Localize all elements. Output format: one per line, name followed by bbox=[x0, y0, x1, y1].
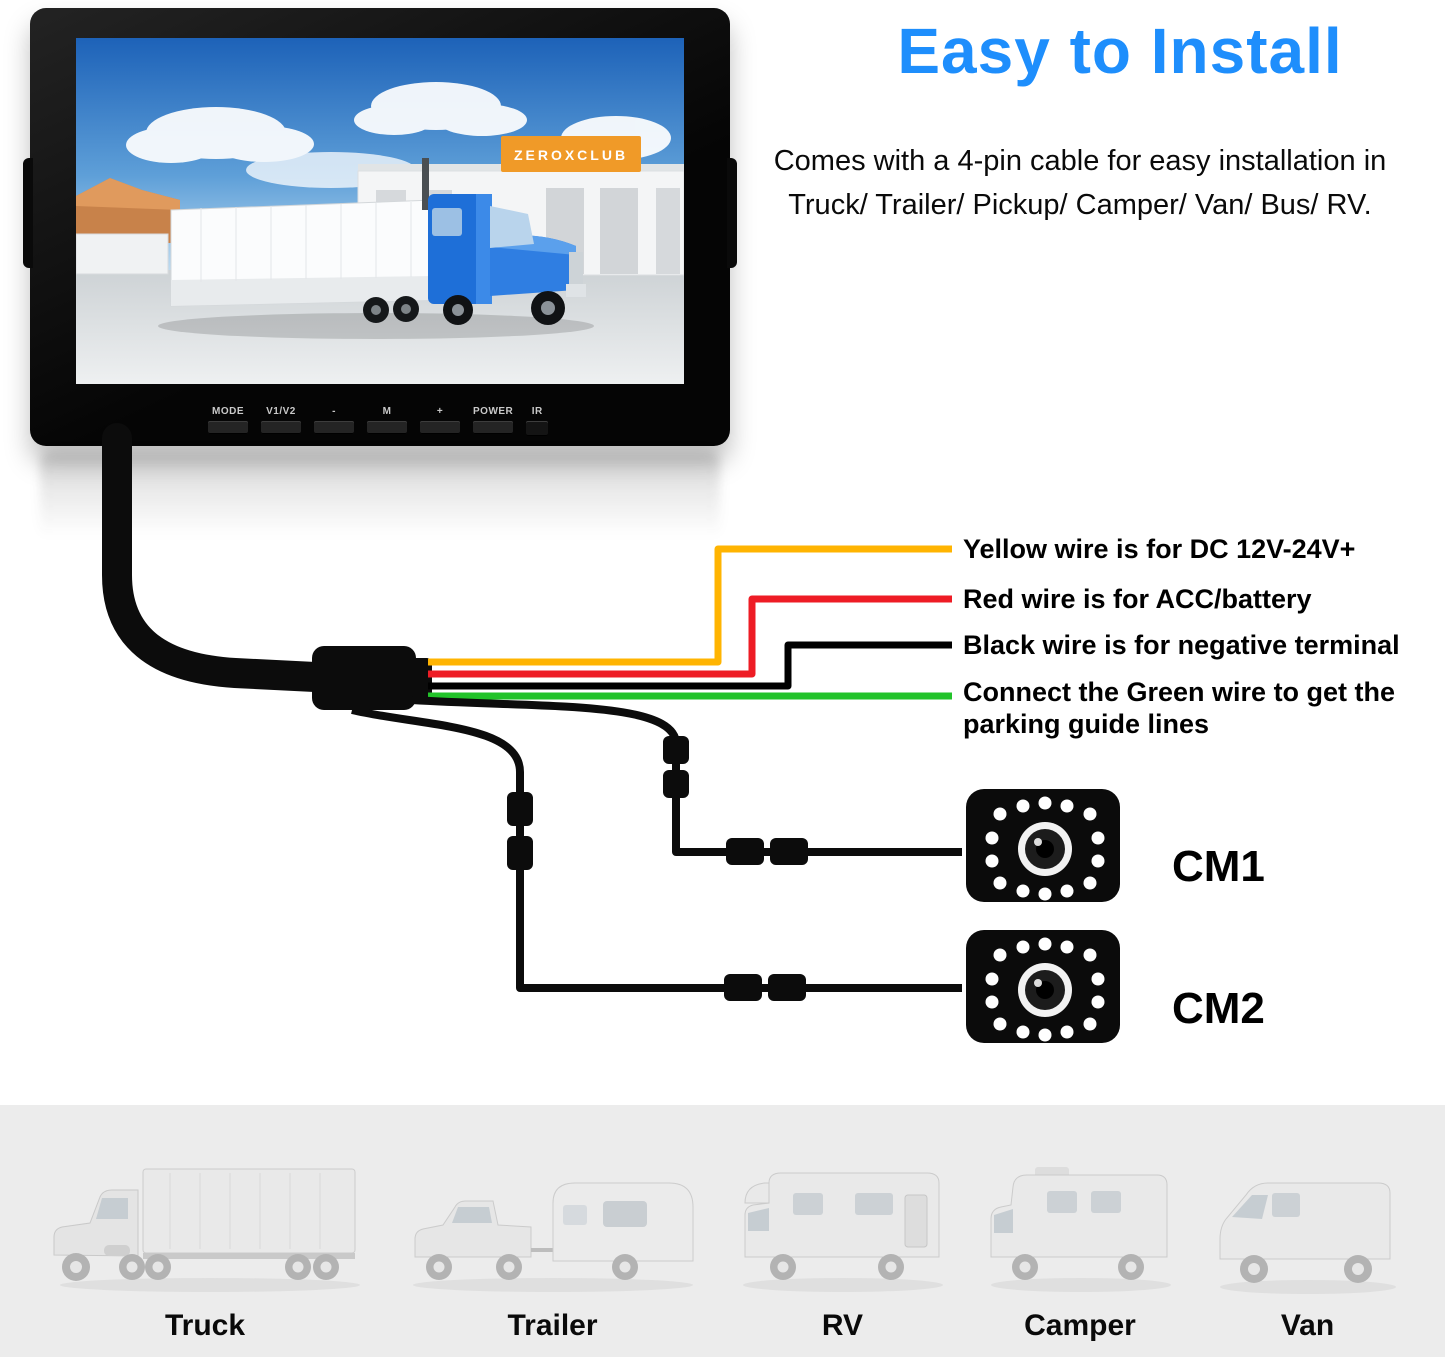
monitor-main-cable bbox=[102, 423, 330, 692]
subtitle-line-1: Comes with a 4-pin cable for easy instal… bbox=[773, 145, 1387, 177]
blue-semi-truck bbox=[158, 158, 594, 339]
trailer-illustration bbox=[412, 1182, 693, 1292]
camper-illustration bbox=[990, 1167, 1171, 1292]
monitor-button-plus[interactable]: + bbox=[420, 406, 460, 434]
monitor-button-row: MODE V1/V2 - M + POWER IR bbox=[208, 406, 549, 436]
button-key[interactable] bbox=[261, 421, 301, 434]
monitor-ir-sensor: IR bbox=[526, 406, 549, 436]
red-wire-label: Red wire is for ACC/battery bbox=[963, 584, 1312, 614]
black-wire-label: Black wire is for negative terminal bbox=[963, 630, 1400, 660]
green-wire-label: Connect the Green wire to get the parkin… bbox=[963, 676, 1395, 740]
vehicle-truck: Truck bbox=[40, 1155, 370, 1343]
camera-cm1 bbox=[966, 789, 1120, 902]
vehicle-van: Van bbox=[1210, 1155, 1405, 1343]
vehicle-camper: Camper bbox=[983, 1155, 1178, 1343]
ir-window bbox=[526, 421, 549, 436]
button-label-mode: MODE bbox=[212, 406, 244, 417]
page-title: Easy to Install bbox=[897, 15, 1343, 87]
van-illustration bbox=[1219, 1182, 1396, 1294]
cable-plug-connectors bbox=[507, 736, 808, 1001]
monitor-button-power[interactable]: POWER bbox=[473, 406, 514, 434]
yellow-wire-label: Yellow wire is for DC 12V-24V+ bbox=[963, 534, 1356, 564]
vehicle-label-rv: RV bbox=[821, 1309, 864, 1342]
green-wire-label-line1: Connect the Green wire to get the bbox=[963, 677, 1396, 707]
monitor-button-mode[interactable]: MODE bbox=[208, 406, 248, 434]
ir-label: IR bbox=[531, 406, 543, 417]
page-subtitle: Comes with a 4-pin cable for easy instal… bbox=[730, 140, 1430, 227]
button-key[interactable] bbox=[420, 421, 460, 434]
black-wire bbox=[428, 641, 952, 690]
button-label-menu: M bbox=[382, 406, 392, 417]
four-pin-connector bbox=[312, 646, 416, 710]
monitor-mount-tab-left bbox=[23, 158, 33, 268]
vehicle-rv: RV bbox=[735, 1155, 950, 1343]
monitor: ZEROXCLUB bbox=[23, 8, 737, 446]
monitor-mount-tab-right bbox=[727, 158, 737, 268]
screen-brand-sign-text: ZEROXCLUB bbox=[514, 147, 628, 163]
vehicle-label-van: Van bbox=[1280, 1309, 1335, 1342]
vehicle-label-camper: Camper bbox=[1024, 1309, 1136, 1342]
cm2-cable bbox=[351, 706, 962, 992]
monitor-button-menu[interactable]: M bbox=[367, 406, 407, 434]
monitor-button-minus[interactable]: - bbox=[314, 406, 354, 434]
monitor-button-v1v2[interactable]: V1/V2 bbox=[261, 406, 301, 434]
button-key[interactable] bbox=[473, 421, 514, 434]
monitor-screen: ZEROXCLUB bbox=[76, 38, 684, 384]
green-wire-label-line2: parking guide lines bbox=[963, 709, 1210, 739]
button-key[interactable] bbox=[367, 421, 407, 434]
connector-nub bbox=[410, 658, 432, 698]
camera-cm1-label: CM1 bbox=[1172, 842, 1265, 891]
rv-illustration bbox=[743, 1172, 943, 1292]
button-label-minus: - bbox=[332, 406, 336, 417]
vehicle-trailer: Trailer bbox=[403, 1155, 703, 1343]
vehicle-label-truck: Truck bbox=[164, 1309, 246, 1342]
yellow-wire bbox=[428, 545, 952, 666]
screen-truck-photo: ZEROXCLUB bbox=[76, 38, 684, 384]
button-label-power: POWER bbox=[473, 406, 514, 417]
button-key[interactable] bbox=[208, 421, 248, 434]
truck-illustration bbox=[53, 1168, 360, 1292]
button-label-plus: + bbox=[436, 406, 444, 417]
button-key[interactable] bbox=[314, 421, 354, 434]
camera-cm2 bbox=[966, 930, 1120, 1043]
button-label-v1v2: V1/V2 bbox=[266, 406, 296, 417]
vehicle-strip: Truck Trailer bbox=[0, 1105, 1445, 1357]
screen-brand-sign bbox=[501, 136, 641, 172]
monitor-reflection bbox=[40, 452, 720, 552]
camera-cm2-label: CM2 bbox=[1172, 984, 1265, 1033]
red-wire bbox=[428, 595, 952, 678]
subtitle-line-2: Truck/ Trailer/ Pickup/ Camper/ Van/ Bus… bbox=[788, 188, 1372, 221]
distant-mesa bbox=[76, 178, 180, 243]
vehicle-label-trailer: Trailer bbox=[507, 1309, 598, 1342]
